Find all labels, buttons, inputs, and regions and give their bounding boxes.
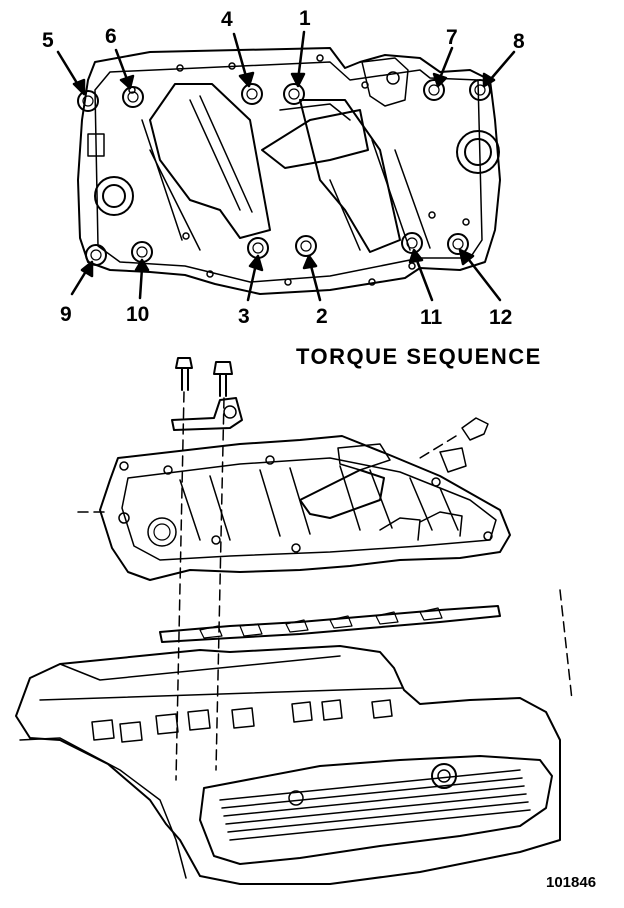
callout-arrows bbox=[56, 30, 516, 302]
manifold-bolts bbox=[175, 357, 233, 397]
figure-number: 101846 bbox=[546, 874, 597, 891]
intake-manifold bbox=[99, 435, 511, 581]
sequence-label-4: 4 bbox=[221, 8, 233, 31]
sequence-label-10: 10 bbox=[126, 303, 150, 326]
sequence-label-11: 11 bbox=[420, 306, 443, 329]
engine-block bbox=[15, 645, 561, 885]
exploded-view bbox=[15, 357, 573, 885]
manifold-top-view bbox=[77, 47, 501, 295]
alignment-lines bbox=[73, 391, 573, 781]
bolt-holes bbox=[77, 79, 491, 266]
sequence-label-5: 5 bbox=[42, 29, 54, 52]
intake-gasket bbox=[159, 605, 501, 643]
torque-sequence-caption: TORQUE SEQUENCE bbox=[296, 344, 542, 369]
sequence-label-8: 8 bbox=[513, 30, 525, 53]
sequence-label-6: 6 bbox=[105, 25, 117, 48]
sequence-label-12: 12 bbox=[489, 306, 513, 329]
sequence-label-2: 2 bbox=[316, 305, 328, 328]
sequence-label-7: 7 bbox=[446, 26, 458, 49]
sequence-label-3: 3 bbox=[238, 305, 250, 328]
sequence-label-9: 9 bbox=[60, 303, 72, 326]
sequence-label-1: 1 bbox=[299, 7, 311, 30]
bracket bbox=[171, 397, 243, 431]
valve-cover bbox=[199, 755, 553, 865]
